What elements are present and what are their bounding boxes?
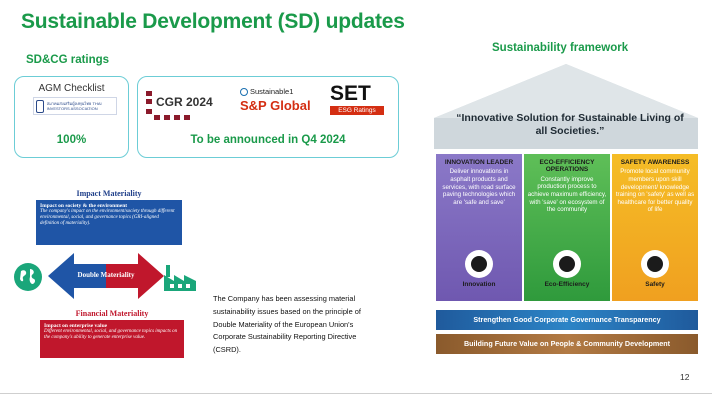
double-materiality-arrow: [48, 253, 164, 299]
financial-body: Different environmental, social, and gov…: [44, 329, 178, 340]
leaf-icon: [553, 250, 581, 278]
esg-ratings-badge: ESG Ratings: [330, 106, 384, 115]
sustainable1-icon: [240, 87, 248, 96]
page-number: 12: [680, 372, 690, 382]
set-logo-text: SET: [330, 82, 371, 105]
sp-global-text: S&P Global: [240, 98, 311, 113]
agm-checklist-box: AGM Checklist สมาคมส่งเสริมผู้ลงทุนไทย T…: [14, 76, 129, 158]
page-title: Sustainable Development (SD) updates: [21, 10, 405, 33]
sp-global-logo: Sustainable1 S&P Global: [240, 87, 314, 123]
pillar-innovation: INNOVATION LEADER Deliver innovations in…: [436, 154, 522, 301]
pillar-heading: SAFETY AWARENESS: [620, 159, 690, 166]
impact-materiality-title: Impact Materiality: [76, 189, 142, 198]
lightbulb-icon: [465, 250, 493, 278]
financial-heading: Impact on enterprise value: [44, 323, 108, 329]
tia-mark-icon: [36, 99, 44, 113]
impact-body: The company's impact on the environment/…: [40, 209, 175, 226]
globe-icon: [14, 263, 42, 291]
pillar-eco-efficiency: ECO-EFFICIENCY OPERATIONS Constantly imp…: [524, 154, 610, 301]
impact-materiality-box: Impact on society & the environment The …: [36, 200, 182, 245]
materiality-paragraph: The Company has been assessing material …: [213, 294, 361, 355]
factory-icon: [164, 265, 196, 291]
impact-materiality-block: Impact Materiality Impact on society & t…: [36, 189, 182, 245]
cgr-logo: CGR 2024: [146, 87, 214, 123]
financial-materiality-block: Financial Materiality Impact on enterpri…: [40, 309, 184, 358]
framework-roof-text: “Innovative Solution for Sustainable Liv…: [456, 112, 684, 137]
ratings-logos-box: CGR 2024 Sustainable1 S&P Global SET ESG…: [137, 76, 399, 158]
pillar-heading: ECO-EFFICIENCY OPERATIONS: [539, 159, 595, 174]
pillar-label: Innovation: [462, 281, 496, 288]
pillar-body: Deliver innovations in asphalt products …: [442, 168, 516, 206]
ratings-heading: SD&CG ratings: [26, 54, 110, 66]
future-value-band: Building Future Value on People & Commun…: [436, 334, 698, 354]
pillar-safety: SAFETY AWARENESS Promote local community…: [612, 154, 698, 301]
pillar-body: Promote local community members upon ski…: [615, 168, 695, 214]
announcement-text: To be announced in Q4 2024: [190, 134, 346, 146]
thai-investors-association-logo: สมาคมส่งเสริมผู้ลงทุนไทย THAI INVESTORS …: [33, 97, 117, 115]
sustainable1-text: Sustainable1: [250, 87, 294, 96]
impact-heading: Impact on society & the environment: [40, 203, 128, 209]
financial-materiality-title: Financial Materiality: [75, 309, 149, 318]
double-materiality-label: Double Materiality: [77, 271, 135, 279]
pillar-heading: INNOVATION LEADER: [444, 159, 514, 166]
governance-band: Strengthen Good Corporate Governance Tra…: [436, 310, 698, 330]
footer-divider: [0, 393, 712, 403]
cgr-logo-text: CGR 2024: [156, 95, 213, 109]
financial-materiality-box: Impact on enterprise value Different env…: [40, 320, 184, 358]
set-esg-logo: SET ESG Ratings: [330, 83, 384, 123]
tia-logo-text: สมาคมส่งเสริมผู้ลงทุนไทย THAI INVESTORS …: [46, 101, 102, 111]
framework-heading: Sustainability framework: [492, 42, 629, 54]
shield-icon: [641, 250, 669, 278]
agm-label: AGM Checklist: [38, 83, 105, 94]
pillar-body: Constantly improve production process to…: [527, 175, 607, 214]
pillar-label: Eco-Efficiency: [544, 281, 590, 288]
pillar-label: Safety: [645, 281, 665, 288]
agm-score: 100%: [56, 134, 87, 146]
